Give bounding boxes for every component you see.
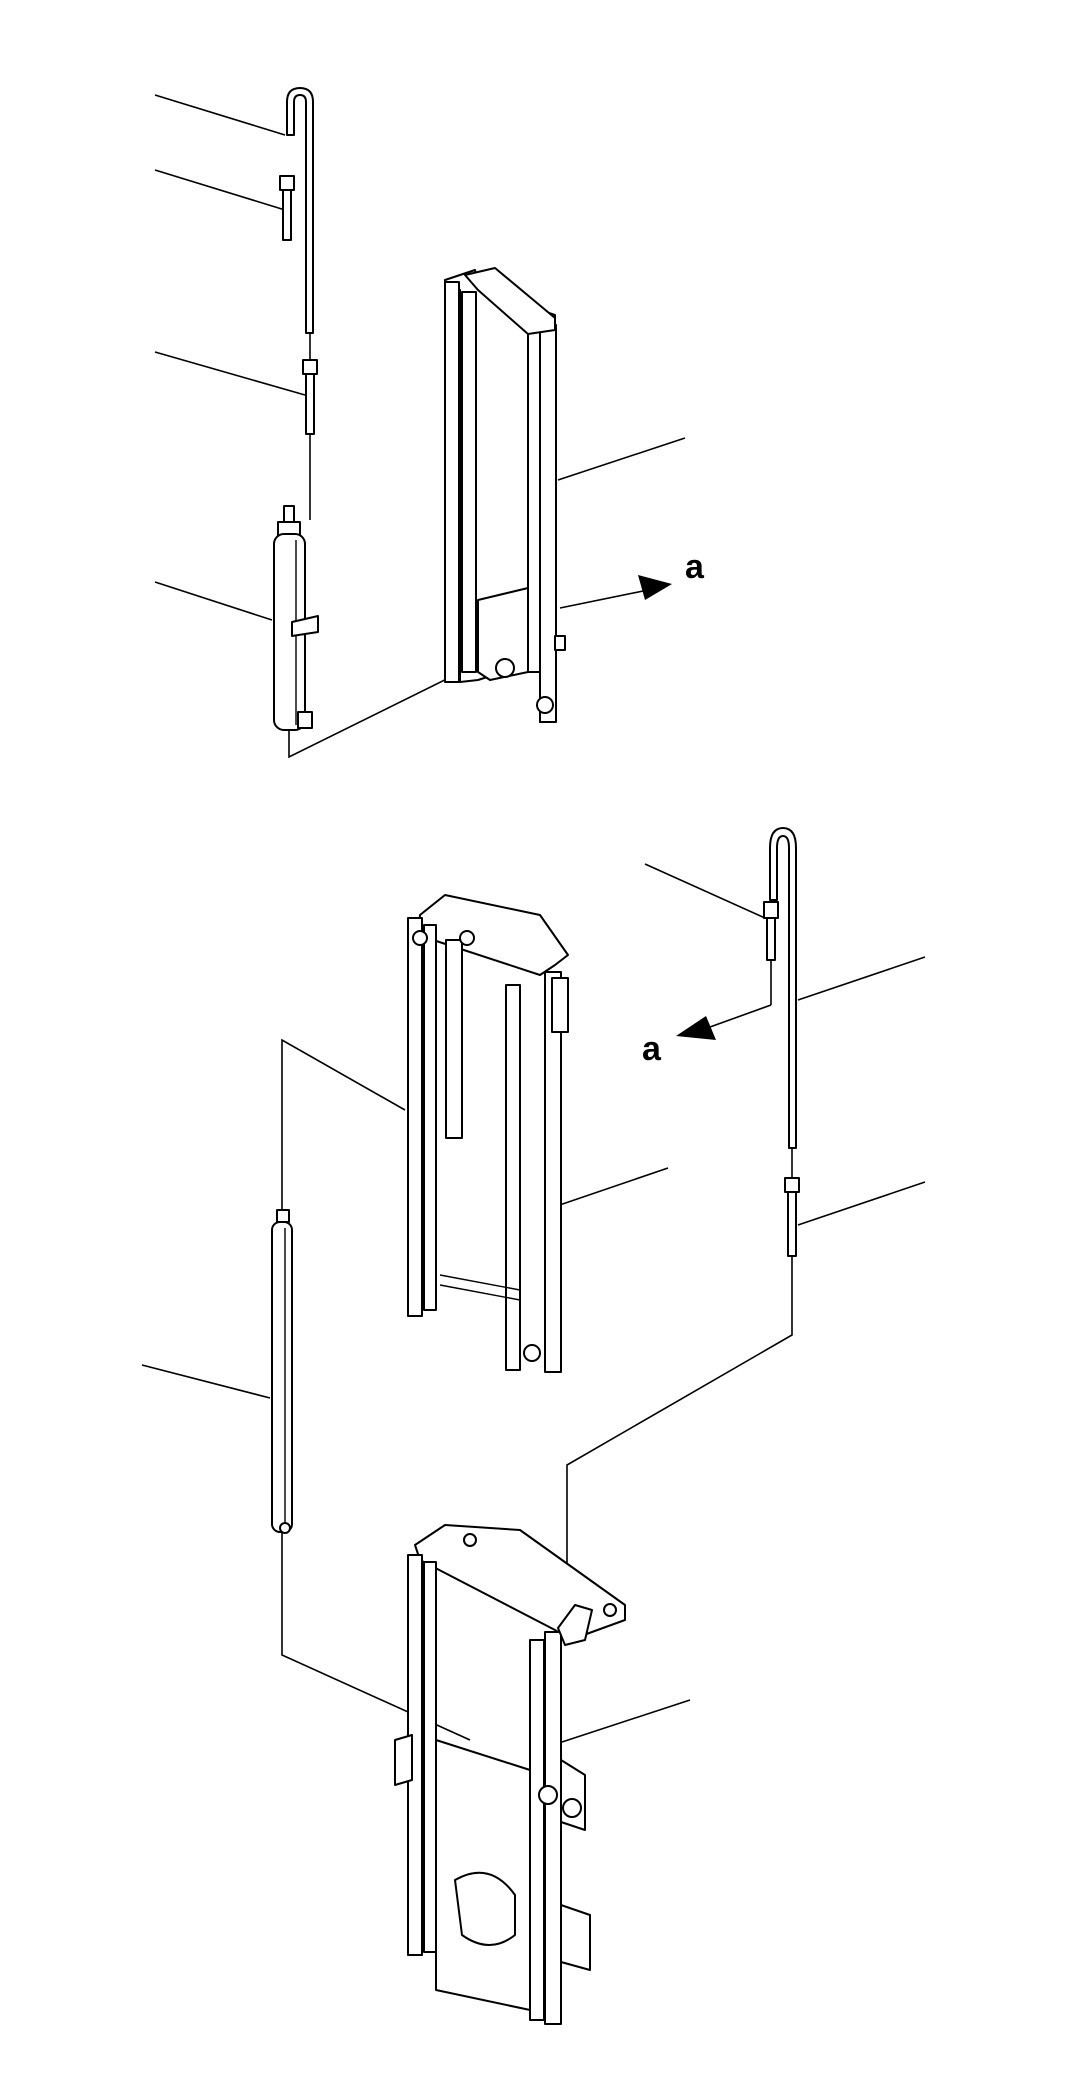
cylinder-body bbox=[271, 1221, 293, 1533]
leader-line bbox=[154, 169, 286, 211]
short-pin bbox=[305, 373, 315, 435]
frame-crossbar bbox=[439, 1284, 521, 1301]
frame-cutout bbox=[454, 1871, 516, 1946]
frame-rail-left bbox=[444, 281, 460, 683]
cylinder-bracket bbox=[291, 615, 319, 637]
leader-line bbox=[281, 1038, 406, 1210]
frame-bolt bbox=[538, 1785, 558, 1805]
frame-rail-right-inner bbox=[505, 984, 521, 1371]
leader-line bbox=[141, 1364, 271, 1399]
frame-tab bbox=[551, 977, 569, 1033]
leader-line bbox=[561, 1699, 691, 1743]
cylinder-foot bbox=[279, 1522, 291, 1534]
frame-bolt bbox=[463, 1533, 477, 1547]
frame-rail-inner bbox=[461, 291, 477, 673]
clamp-block bbox=[784, 1177, 800, 1193]
frame-bolt bbox=[536, 696, 554, 714]
top-assembly: a bbox=[154, 87, 705, 759]
cylinder-foot bbox=[297, 711, 313, 729]
leader-line bbox=[557, 437, 686, 481]
frame-rail-right bbox=[544, 1631, 562, 2025]
frame-top-plate bbox=[414, 1524, 626, 1641]
frame-bolt bbox=[495, 658, 515, 678]
hook-rod bbox=[286, 87, 314, 334]
leader-line bbox=[154, 581, 273, 621]
frame-top-plate bbox=[464, 267, 556, 335]
direction-arrowhead bbox=[638, 575, 672, 600]
arrow-label-a: a bbox=[685, 548, 705, 586]
frame-bolt bbox=[412, 930, 428, 946]
frame-rail-right-inner bbox=[529, 1639, 545, 2021]
hook-rod bbox=[769, 827, 797, 1149]
clamp-block bbox=[302, 359, 318, 375]
frame-side-bracket bbox=[560, 1904, 591, 1971]
frame-rail-left bbox=[407, 917, 423, 1317]
leader-line bbox=[566, 1256, 793, 1605]
direction-arrowhead bbox=[676, 1016, 716, 1040]
leader-line bbox=[797, 956, 926, 1001]
bottom-assembly bbox=[394, 1524, 691, 2025]
frame-bolt bbox=[523, 1344, 541, 1362]
frame-side-bracket bbox=[560, 1759, 586, 1831]
short-pin bbox=[787, 1191, 797, 1257]
direction-arrow-shaft bbox=[559, 589, 649, 609]
cylinder-tip bbox=[276, 1209, 290, 1223]
clamp-block bbox=[763, 901, 779, 919]
frame-rail-inner bbox=[423, 1561, 437, 1953]
direction-arrow-shaft bbox=[709, 1004, 772, 1028]
hook-clip bbox=[557, 1604, 593, 1646]
leader-line bbox=[154, 94, 286, 136]
clamp-block bbox=[279, 175, 295, 191]
frame-tab bbox=[554, 635, 566, 651]
leader-line bbox=[797, 1181, 926, 1226]
frame-side-bracket bbox=[394, 1734, 413, 1786]
middle-assembly: a bbox=[141, 827, 926, 1741]
frame-bolt bbox=[603, 1603, 617, 1617]
leader-line bbox=[154, 351, 306, 396]
short-pin bbox=[282, 189, 292, 241]
frame-crossbar bbox=[439, 1274, 521, 1291]
frame-rail-slot bbox=[445, 939, 463, 1139]
short-pin bbox=[766, 917, 776, 961]
leader-line bbox=[288, 664, 476, 759]
leader-line bbox=[644, 863, 766, 919]
frame-bolt bbox=[562, 1798, 582, 1818]
frame-bolt bbox=[459, 930, 475, 946]
frame-rail-inner bbox=[423, 924, 437, 1311]
frame-rail-right bbox=[544, 971, 562, 1373]
leader-line bbox=[544, 1167, 669, 1211]
frame-rail-right bbox=[539, 324, 557, 723]
arrow-label-a: a bbox=[642, 1030, 662, 1068]
frame-top-plate bbox=[417, 894, 569, 976]
frame-rail-right-inner bbox=[527, 331, 541, 673]
